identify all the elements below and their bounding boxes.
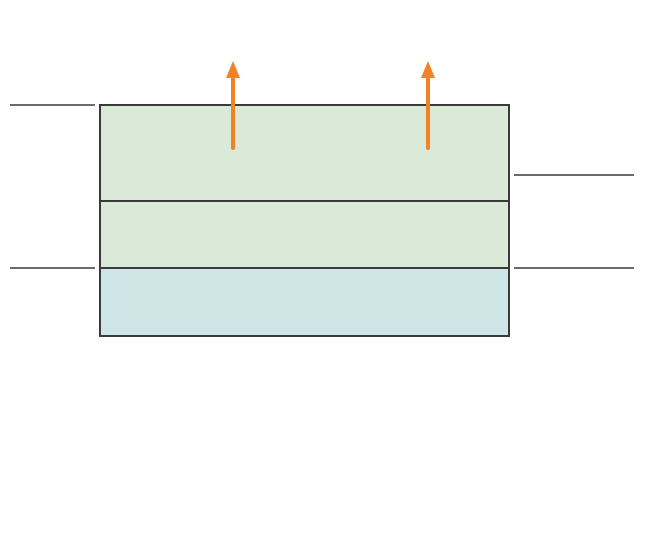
up-arrow-left — [226, 61, 240, 150]
bottom-layer — [100, 268, 509, 336]
middle-layer — [100, 201, 509, 268]
outer-frame — [99, 104, 510, 337]
up-arrow-right — [421, 61, 435, 150]
upper-layer — [100, 105, 509, 201]
